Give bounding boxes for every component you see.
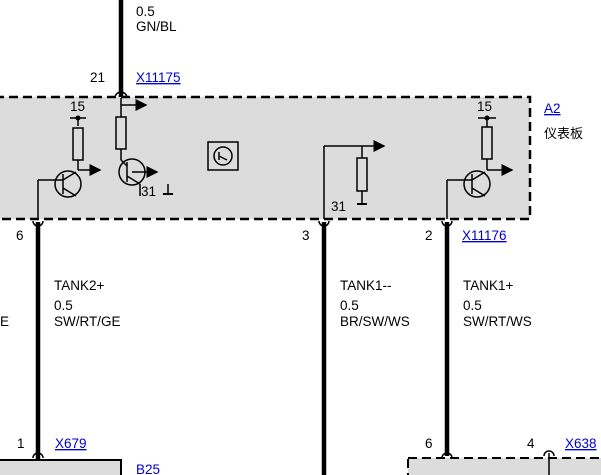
component-b25-link[interactable]: B25	[136, 462, 160, 475]
module-name: 仪表板	[544, 127, 583, 142]
label-31-right: 31	[331, 199, 346, 214]
bottom-left-pin: 1	[17, 436, 25, 451]
component-b25-box	[0, 459, 122, 475]
fuel-gauge-icon	[207, 141, 239, 171]
bottom-right-pin-b: 4	[527, 436, 535, 451]
wire-0-signal: TANK2+	[54, 278, 105, 293]
resistor-center	[115, 116, 127, 150]
wire-1-size: 0.5	[340, 298, 359, 313]
connector-top-pin: 21	[90, 70, 105, 85]
transistor-left-emitter	[62, 187, 77, 197]
connector-x638-link[interactable]: X638	[565, 436, 597, 451]
transistor-right	[463, 170, 491, 198]
top-wire-size: 0.5	[136, 4, 155, 19]
wire-1-pin: 3	[302, 228, 310, 243]
transistor-center-emitter	[126, 175, 141, 185]
label-31-center: 31	[141, 184, 156, 199]
label-15-right: 15	[477, 99, 492, 114]
connector-top-link[interactable]: X11175	[136, 70, 181, 85]
x638-pin6-hook	[441, 452, 453, 459]
x638-hook	[543, 450, 555, 457]
wire-2-size: 0.5	[463, 298, 482, 313]
connector-x679-link[interactable]: X679	[55, 436, 87, 451]
module-id-link[interactable]: A2	[544, 101, 561, 116]
wire-1-signal: TANK1--	[340, 278, 392, 293]
connector-top-hook	[114, 91, 128, 99]
transistor-left-collector	[62, 171, 77, 181]
resistor-mid	[356, 157, 368, 192]
label-15-left: 15	[70, 99, 85, 114]
transistor-left	[54, 170, 82, 198]
wire-0-color: SW/RT/GE	[54, 314, 121, 329]
bottom-right-pin-a: 6	[425, 436, 433, 451]
component-x638-box	[407, 457, 601, 475]
fuel-gauge-needle-b	[218, 155, 228, 161]
module-box-a2	[0, 95, 532, 221]
fuel-gauge-dial	[213, 146, 233, 166]
wire-2-color: SW/RT/WS	[463, 314, 532, 329]
top-wire-color-code: GN/BL	[136, 19, 177, 34]
wire-2-pin: 2	[425, 228, 433, 243]
wire-2-signal: TANK1+	[463, 278, 514, 293]
resistor-right	[481, 126, 493, 160]
b25-hook	[32, 452, 44, 459]
wire-0-size: 0.5	[54, 298, 73, 313]
left-partial-color: E	[0, 314, 9, 329]
resistor-left	[72, 127, 84, 161]
transistor-center-collector	[120, 159, 128, 167]
connector-x11176-link[interactable]: X11176	[462, 228, 507, 243]
transistor-right-collector	[471, 171, 486, 181]
wire-1-color: BR/SW/WS	[340, 314, 410, 329]
wire-0-pin: 6	[16, 228, 24, 243]
transistor-right-emitter	[471, 187, 486, 197]
